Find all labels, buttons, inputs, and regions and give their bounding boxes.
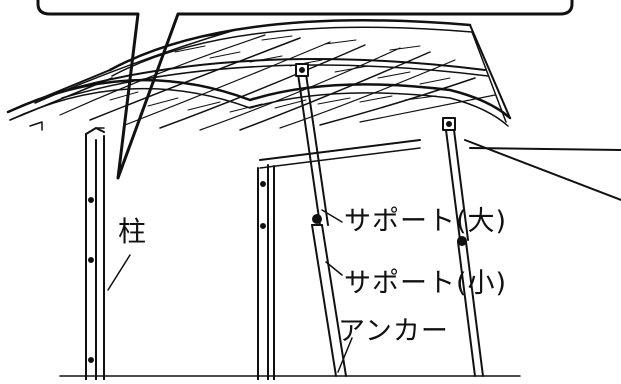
anchor-label: アンカー	[338, 316, 449, 347]
support-right	[442, 117, 484, 377]
roof	[6, 19, 512, 169]
support-large-label: サポート(大)	[344, 206, 508, 237]
pillar-label: 柱	[118, 215, 148, 248]
pillar-back	[257, 164, 275, 381]
support-small-label: サポート(小)	[344, 268, 508, 299]
support-large	[295, 63, 329, 226]
support-small	[311, 224, 347, 377]
leader-lines	[107, 209, 353, 373]
pillar-left	[29, 121, 105, 381]
